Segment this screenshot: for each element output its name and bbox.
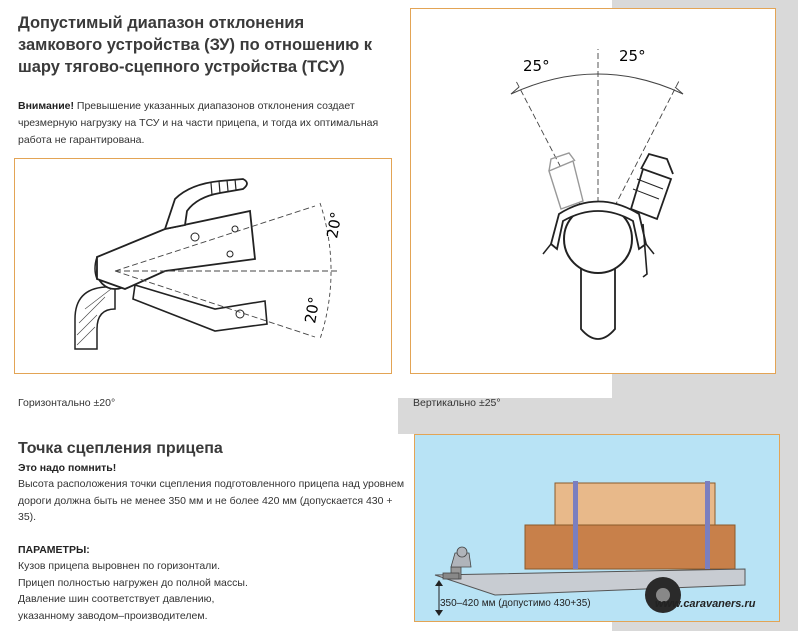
cargo-box-bottom: [524, 524, 736, 570]
strap-left: [573, 481, 578, 569]
params-item: Давление шин соответствует давлению,: [18, 593, 215, 605]
background-gray-band: [398, 398, 798, 434]
section2-body: Высота расположения точки сцепления подг…: [18, 478, 405, 523]
site-watermark: www.caravaners.ru: [655, 598, 756, 610]
warning-note: Внимание! Превышение указанных диапазоно…: [18, 98, 398, 149]
warning-text: Превышение указанных диапазонов отклонен…: [18, 100, 379, 146]
section2-subtitle: Это надо помнить!: [18, 462, 117, 474]
vertical-diagram-panel: 25° 25°: [410, 8, 776, 374]
strap-right: [705, 481, 710, 569]
params-item: указанному заводом–производителем.: [18, 609, 208, 622]
trailer-illustration: [434, 481, 746, 616]
angle-right-label: 25°: [619, 47, 646, 65]
warning-label: Внимание!: [18, 100, 74, 112]
angle-bottom-label: 20°: [301, 295, 323, 324]
height-measure-label: 350–420 мм (допустимо 430+35): [440, 598, 591, 609]
vertical-caption: Вертикально ±25°: [413, 397, 501, 409]
coupling-front-view-illustration: 25° 25°: [510, 47, 684, 340]
horizontal-diagram-panel: 20° 20°: [14, 158, 392, 374]
horizontal-caption: Горизонтально ±20°: [18, 397, 116, 409]
angle-top-label: 20°: [323, 210, 345, 239]
params-title: ПАРАМЕТРЫ:: [18, 544, 90, 556]
params-list: Кузов прицепа выровнен по горизонтали. П…: [18, 558, 408, 624]
params-item: Кузов прицепа выровнен по горизонтали.: [18, 560, 221, 572]
trailer-diagram-panel: [414, 434, 780, 622]
params-item: Прицеп полностью нагружен до полной масс…: [18, 576, 248, 589]
section-title: Допустимый диапазон отклонения замкового…: [18, 14, 373, 76]
cargo-box-top: [554, 482, 716, 526]
section2-title: Точка сцепления прицепа: [18, 440, 223, 457]
coupling-side-view-illustration: 20° 20°: [74, 178, 346, 350]
angle-left-label: 25°: [523, 57, 550, 75]
